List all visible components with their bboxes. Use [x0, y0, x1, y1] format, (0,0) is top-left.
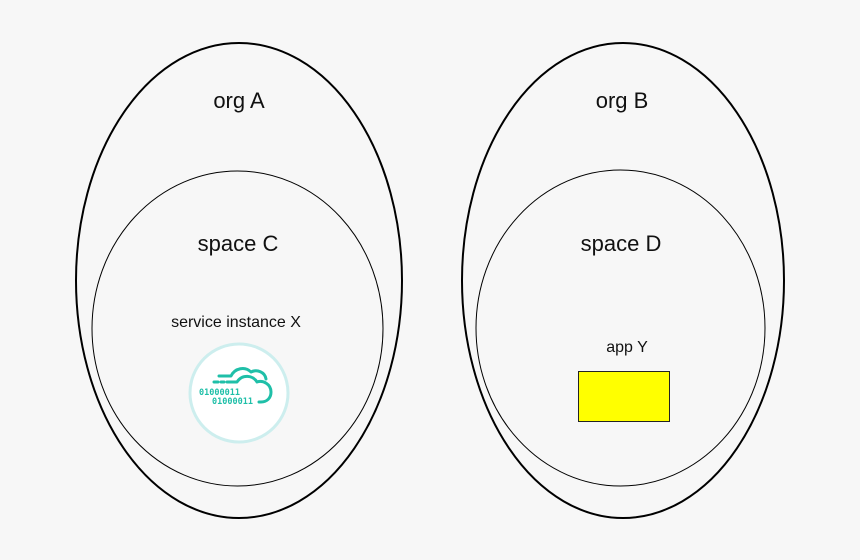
app-y-label: app Y	[606, 339, 648, 356]
binary-text-line-1: 01000011	[199, 388, 240, 398]
space-c-boundary	[91, 170, 384, 487]
org-b-boundary	[461, 42, 785, 519]
service-instance-x-label: service instance X	[171, 314, 301, 331]
binary-text-line-2: 01000011	[212, 397, 253, 407]
org-a-label: org A	[213, 88, 265, 113]
org-a-boundary	[75, 42, 403, 519]
space-c-label: space C	[197, 231, 279, 256]
org-b-label: org B	[595, 88, 649, 113]
space-d-boundary	[475, 169, 766, 487]
cloud-binary-icon: 01000011 01000011	[188, 342, 290, 444]
app-y-box	[578, 371, 670, 422]
space-d-label: space D	[580, 231, 662, 256]
